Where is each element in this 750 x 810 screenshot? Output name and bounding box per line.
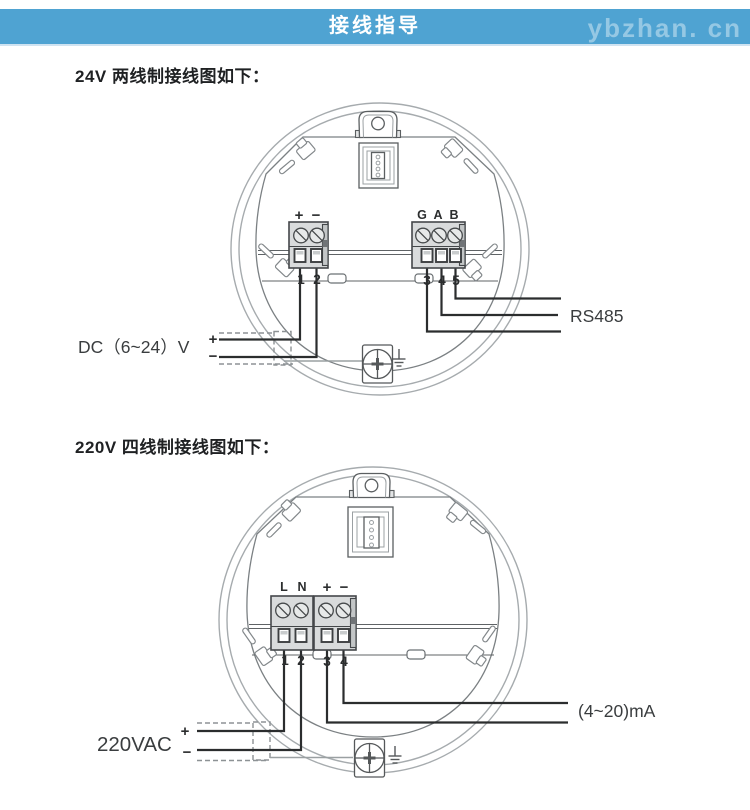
inner-panel-outline xyxy=(246,496,500,738)
terminal-label: G xyxy=(417,208,427,222)
power-source-label: DC（6~24）V xyxy=(78,337,190,357)
terminal-number: 1 xyxy=(297,272,305,287)
power-source-label: 220VAC xyxy=(97,733,172,756)
watermark: ybzhan. cn xyxy=(587,13,742,43)
wires-24v xyxy=(219,259,561,359)
wire-entry xyxy=(294,628,308,643)
wires-220v xyxy=(197,641,568,752)
terminal-screw-icon xyxy=(293,602,309,619)
section-title-24v: 24V 两线制接线图如下： xyxy=(75,67,270,86)
terminal-number: 4 xyxy=(438,273,446,288)
panel-tab xyxy=(327,273,347,284)
terminal-number: 5 xyxy=(452,273,460,288)
lug-hole xyxy=(364,478,379,493)
wire-entry xyxy=(320,628,334,643)
polarity-minus: − xyxy=(209,348,218,365)
wire-entry xyxy=(310,248,323,263)
wire-entry xyxy=(435,248,448,263)
output-signal-label: RS485 xyxy=(570,306,624,326)
retaining-clip-icon xyxy=(461,240,506,284)
terminal-number: 2 xyxy=(313,272,321,287)
terminal-label: L xyxy=(280,580,288,594)
terminal-number: 2 xyxy=(297,653,305,668)
ground-screw-icon xyxy=(361,343,394,385)
terminal-screw-icon xyxy=(309,227,325,244)
wire-entry xyxy=(449,248,462,263)
wire-entry xyxy=(420,248,434,263)
terminal-block-rs485 xyxy=(411,221,466,269)
mounting-lug xyxy=(354,110,402,139)
terminal-label: B xyxy=(449,208,458,222)
polarity-plus: + xyxy=(181,723,190,740)
terminal-screw-icon xyxy=(318,602,334,619)
terminal-screw-icon xyxy=(293,227,309,244)
terminal-screw-icon xyxy=(335,602,352,619)
lug-hole xyxy=(371,116,385,131)
terminal-number: 3 xyxy=(323,654,331,669)
terminal-screw-icon xyxy=(447,227,463,244)
housing-outer-ring xyxy=(230,102,530,396)
terminal-block-mains xyxy=(270,595,314,651)
earth-symbol-icon xyxy=(387,745,403,764)
terminal-screw-icon xyxy=(275,602,291,619)
page-title: 接线指导 xyxy=(329,15,421,37)
terminal-label: − xyxy=(340,579,349,596)
terminal-number: 1 xyxy=(281,653,289,668)
cable-gland-dashed xyxy=(219,330,293,366)
terminal-label: A xyxy=(433,208,442,222)
display-connector xyxy=(358,142,399,189)
terminal-screw-icon xyxy=(431,227,447,244)
wire-entry xyxy=(337,628,350,643)
terminal-label: + xyxy=(295,207,304,224)
terminal-block-power xyxy=(288,221,329,269)
output-signal-label: (4~20)mA xyxy=(578,701,656,721)
terminal-screw-icon xyxy=(415,227,431,244)
wire-entry xyxy=(277,628,291,643)
terminal-number: 3 xyxy=(423,273,431,288)
polarity-plus: + xyxy=(209,331,218,348)
terminal-block-output xyxy=(313,595,357,651)
polarity-minus: − xyxy=(183,744,192,761)
retaining-clip-icon xyxy=(258,497,302,541)
retaining-clip-icon xyxy=(464,622,506,669)
terminal-number: 4 xyxy=(340,654,348,669)
panel-tab xyxy=(406,649,426,660)
earth-symbol-icon xyxy=(391,348,407,367)
display-connector xyxy=(347,506,394,558)
ground-screw-icon xyxy=(353,737,386,779)
cable-gland-dashed xyxy=(197,721,271,762)
terminal-label: + xyxy=(323,579,332,596)
terminal-label: − xyxy=(312,207,321,224)
diagram-220v: L N + − 1 2 3 4 220VAC + − (4~20)mA xyxy=(97,466,656,779)
retaining-clip-icon xyxy=(438,137,482,182)
wire-entry xyxy=(293,248,307,263)
terminal-label: N xyxy=(297,580,306,594)
section-title-220v: 220V 四线制接线图如下： xyxy=(75,438,280,457)
mounting-lug xyxy=(348,472,395,499)
header-bar: 接线指导 ybzhan. cn xyxy=(0,9,750,46)
diagram-24v: + − G A B 1 2 3 4 5 DC（6~24）V + − RS485 xyxy=(78,102,624,396)
